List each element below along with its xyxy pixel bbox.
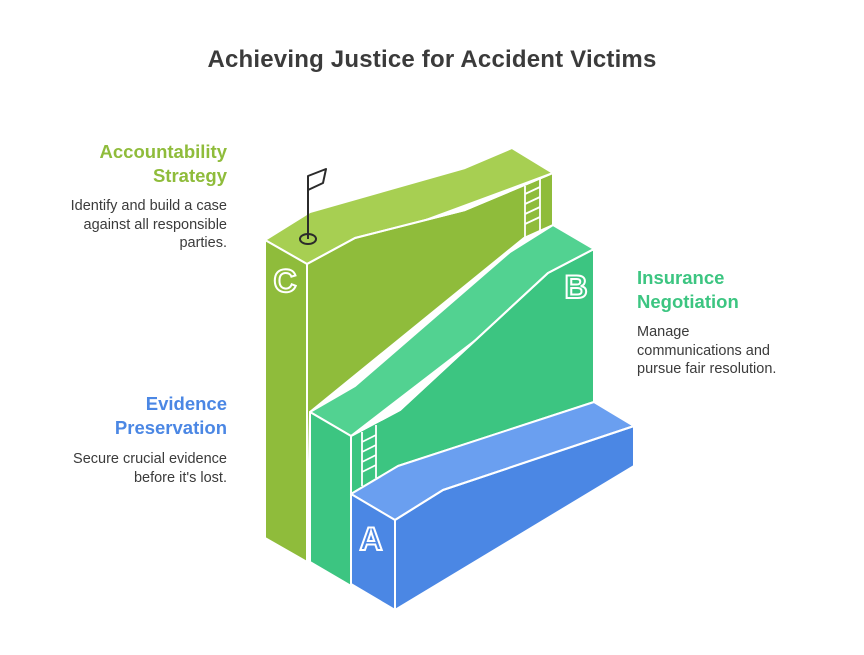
ladder-icon [524,179,541,238]
block-b-side [309,411,352,587]
flag-icon [299,168,327,245]
accountability-desc-line-1: Identify and build a case [70,198,227,214]
block-b [309,224,595,587]
insurance-desc-line-1: Manage [637,324,690,340]
block-c-letter-outline: C [273,263,296,299]
evidence-description: Secure crucial evidence before it's lost… [20,450,227,487]
evidence-heading-line-1: Evidence [145,393,227,414]
accountability-desc-line-2: against all responsible [83,216,227,233]
accountability-heading-line-2: Strategy [152,165,227,186]
insurance-desc-line-2: communications and [637,342,770,359]
accountability-description: Identify and build a case against all re… [20,197,227,253]
block-b-letter: B [564,269,587,305]
block-a [350,401,635,611]
insurance-description: Manage communications and pursue fair re… [637,323,847,379]
ladder-icon [361,425,377,486]
block-c [264,147,554,563]
page-title: Achieving Justice for Accident Victims [207,46,657,73]
accountability-heading-line-1: Accountability [99,141,227,162]
insurance-heading: Insurance Negotiation [637,266,837,314]
block-b-step-line [350,248,595,437]
evidence-heading: Evidence Preservation [40,392,227,440]
insurance-heading-line-1: Insurance [637,267,725,288]
insurance-desc-line-3: pursue fair resolution. [637,361,777,377]
insurance-heading-line-2: Negotiation [637,291,739,312]
evidence-heading-line-2: Preservation [114,417,227,438]
block-c-step-line [306,172,554,265]
accountability-desc-line-3: parties. [179,235,227,251]
evidence-desc-line-1: Secure crucial evidence [73,451,227,467]
evidence-desc-line-2: before it's lost. [133,469,227,486]
block-a-letter: A [359,521,382,557]
block-a-step-line [394,425,635,521]
accountability-heading: Accountability Strategy [40,140,227,188]
